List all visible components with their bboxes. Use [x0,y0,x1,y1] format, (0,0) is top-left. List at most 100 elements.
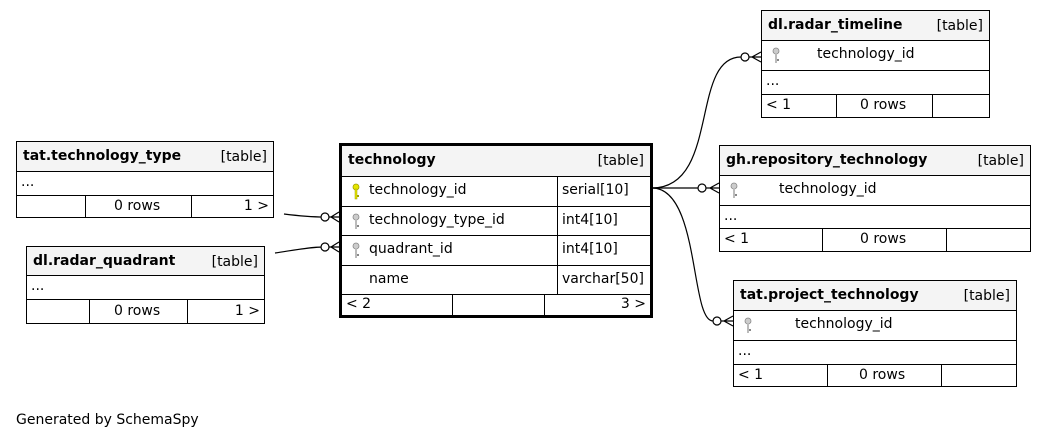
table-kind: [table] [977,153,1024,169]
ellipsis-row: ... [720,205,1030,228]
column-name: technology_id [779,181,877,197]
table-name: tat.technology_type [23,148,182,164]
table-project-technology[interactable]: tat.project_technology [table] technolog… [733,280,1017,387]
foreign-key-icon [352,213,360,229]
ellipsis-row: ... [734,340,1016,364]
table-name: dl.radar_quadrant [33,253,176,269]
table-kind: [table] [211,254,258,270]
stats-row: < 2 3 > [342,294,650,315]
stats-row: < 1 0 rows [762,94,989,117]
ellipsis-row: ... [27,275,264,299]
column-type: serial[10] [562,182,629,198]
column-row-technology-id[interactable]: technology_id serial[10] [342,176,650,206]
footer-credit: Generated by SchemaSpy [16,412,199,428]
parents-cell [17,196,85,217]
column-type-cell: serial[10] [557,177,650,206]
table-repository-technology[interactable]: gh.repository_technology [table] technol… [719,145,1031,252]
column-name: technology_id [795,316,893,332]
column-name-cell: quadrant_id [342,236,557,265]
table-technology-type[interactable]: tat.technology_type [table] ... 0 rows 1… [16,141,274,218]
column-name: name [369,271,409,287]
table-header: gh.repository_technology [table] [720,146,1030,175]
column-name: technology_id [369,182,467,198]
table-kind: [table] [936,18,983,34]
column-row-name[interactable]: name varchar[50] [342,265,650,294]
column-type-cell: int4[10] [557,207,650,235]
table-header: tat.technology_type [table] [17,142,273,171]
children-cell[interactable]: 1 > [191,196,273,217]
children-cell [941,365,1016,386]
children-cell[interactable]: 1 > [187,300,264,323]
table-name: dl.radar_timeline [768,17,903,33]
rows-cell: 0 rows [89,300,187,323]
rows-cell: 0 rows [836,95,932,117]
column-type: varchar[50] [562,271,644,287]
children-cell [932,95,989,117]
stats-row: 0 rows 1 > [17,195,273,217]
parents-cell[interactable]: < 1 [734,365,827,386]
row-count: 0 rows [114,198,161,214]
children-count: 3 > [620,296,646,312]
foreign-key-icon [730,182,738,198]
parents-count: < 2 [346,296,372,312]
ellipsis-row: ... [762,70,989,94]
column-row-technology-id[interactable]: technology_id [734,310,1016,340]
table-technology[interactable]: technology [table] technology_id serial[… [339,143,653,318]
column-name-cell: technology_id [342,177,557,206]
parents-cell[interactable]: < 1 [762,95,836,117]
table-header: dl.radar_quadrant [table] [27,247,264,275]
relationship-project-technology [651,187,714,322]
column-name: technology_id [817,46,915,62]
rows-cell: 0 rows [85,196,191,217]
parents-count: < 1 [766,97,792,113]
column-type-cell: varchar[50] [557,266,650,294]
table-name: gh.repository_technology [726,152,928,168]
relationship-technology-type [283,213,325,218]
foreign-key-icon [352,242,360,258]
stats-row: 0 rows 1 > [27,299,264,323]
children-cell [946,229,1030,251]
column-type-cell: int4[10] [557,236,650,265]
table-header: technology [table] [342,146,650,176]
rows-cell: 0 rows [822,229,946,251]
column-row-technology-type-id[interactable]: technology_type_id int4[10] [342,206,650,235]
ellipsis: ... [31,278,45,294]
parents-count: < 1 [724,231,750,247]
rows-cell [452,295,544,315]
column-name: quadrant_id [369,241,453,257]
table-radar-timeline[interactable]: dl.radar_timeline [table] technology_id … [761,10,990,118]
column-type: int4[10] [562,241,618,257]
ellipsis: ... [766,73,780,89]
ellipsis: ... [738,343,752,359]
column-row-technology-id[interactable]: technology_id [762,40,989,70]
table-radar-quadrant[interactable]: dl.radar_quadrant [table] ... 0 rows 1 > [26,246,265,324]
table-header: tat.project_technology [table] [734,281,1016,310]
column-name-cell: technology_type_id [342,207,557,235]
table-name: technology [348,152,436,168]
foreign-key-icon [744,317,752,333]
row-count: 0 rows [860,97,907,113]
children-cell[interactable]: 3 > [544,295,650,315]
ellipsis: ... [21,174,35,190]
ellipsis-row: ... [17,171,273,195]
parents-cell[interactable]: < 1 [720,229,822,251]
parents-cell[interactable]: < 2 [342,295,452,315]
column-name: technology_type_id [369,212,505,228]
table-kind: [table] [220,149,267,165]
table-header: dl.radar_timeline [table] [762,11,989,40]
ellipsis: ... [724,208,738,224]
table-kind: [table] [963,288,1010,304]
column-row-quadrant-id[interactable]: quadrant_id int4[10] [342,235,650,265]
stats-row: < 1 0 rows [734,364,1016,386]
parents-cell [27,300,89,323]
foreign-key-icon [772,47,780,63]
column-name-cell: name [342,266,557,294]
relationship-radar-timeline [651,56,742,189]
table-name: tat.project_technology [740,287,919,303]
row-count: 0 rows [114,303,161,319]
row-count: 0 rows [860,231,907,247]
column-row-technology-id[interactable]: technology_id [720,175,1030,205]
rows-cell: 0 rows [827,365,941,386]
relationship-radar-quadrant [274,246,325,254]
